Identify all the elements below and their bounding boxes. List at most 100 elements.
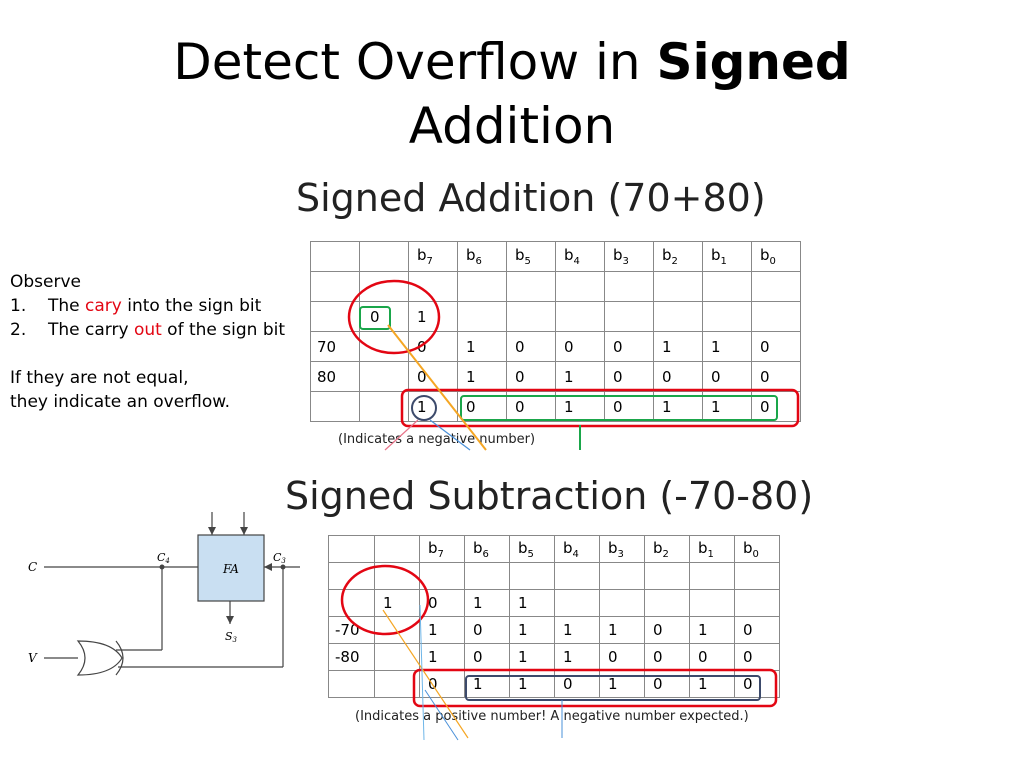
bit-header: b4 — [555, 241, 605, 272]
pointer-line — [424, 689, 459, 741]
table-cell — [751, 301, 801, 332]
bit-cell: 0 — [506, 361, 556, 392]
row-label: 70 — [310, 331, 360, 362]
table-cell — [374, 535, 420, 563]
magnitude-box — [460, 395, 778, 421]
result-row: 0 1 1 0 1 0 1 0 — [328, 670, 780, 698]
table-cell — [408, 271, 458, 302]
bit-header: b7 — [419, 535, 465, 563]
table-cell — [457, 301, 507, 332]
bit-header: b0 — [734, 535, 780, 563]
bit-header: b3 — [599, 535, 645, 563]
bit-header: b3 — [604, 241, 654, 272]
bit-header: b5 — [506, 241, 556, 272]
item-highlight: cary — [85, 296, 122, 316]
full-adder-block — [197, 534, 265, 602]
carry-highlight-circle — [347, 279, 441, 355]
bit-cell: 0 — [689, 643, 735, 671]
table-cell — [359, 241, 409, 272]
operand-row: -80 1 0 1 1 0 0 0 0 — [328, 643, 780, 671]
table-cell — [734, 562, 780, 590]
table-cell — [419, 562, 465, 590]
table-cell — [653, 271, 703, 302]
bit-cell: 1 — [464, 589, 510, 617]
title-part-1: Detect Overflow in — [173, 33, 657, 91]
junction-dot — [159, 564, 165, 570]
v-label: V — [28, 651, 38, 665]
addition-note: (Indicates a negative number) — [338, 432, 536, 447]
observe-heading: Observe — [10, 272, 81, 292]
pointer-line — [384, 419, 419, 451]
table-cell — [751, 271, 801, 302]
table-cell — [734, 589, 780, 617]
operand-row: 70 0 1 0 0 0 1 1 0 — [310, 331, 801, 362]
bit-header: b0 — [751, 241, 801, 272]
item-number: 1. — [10, 296, 27, 316]
c4-label: C4 — [157, 551, 170, 565]
arrowhead — [226, 616, 234, 624]
bit-header: b4 — [554, 535, 600, 563]
c3-label: C3 — [273, 551, 286, 565]
table-cell — [689, 589, 735, 617]
table-cell — [310, 241, 360, 272]
observe-line-1: If they are not equal, — [10, 368, 189, 388]
bit-header: b2 — [653, 241, 703, 272]
carry-highlight-circle — [340, 564, 430, 636]
bit-cell: 0 — [408, 361, 458, 392]
bit-cell: 0 — [644, 670, 690, 698]
bit-cell: 1 — [464, 670, 510, 698]
xor-gate-back-curve — [115, 640, 124, 676]
item-number: 2. — [10, 320, 27, 340]
carry-in-box — [359, 306, 391, 330]
table-cell — [374, 643, 420, 671]
table-cell — [506, 301, 556, 332]
subtraction-note: (Indicates a positive number! A negative… — [355, 709, 749, 724]
result-highlight-box — [412, 668, 778, 708]
bit-header: b6 — [464, 535, 510, 563]
bit-cell: 1 — [509, 670, 555, 698]
table-header-row: b7 b6 b5 b4 b3 b2 b1 b0 — [328, 535, 780, 563]
observe-item-2: 2.The carry out of the sign bit — [10, 318, 285, 342]
arrowhead — [240, 527, 248, 535]
table-row — [310, 271, 801, 302]
operand-row: 80 0 1 0 1 0 0 0 0 — [310, 361, 801, 392]
arrowhead — [208, 527, 216, 535]
item-text: The — [48, 296, 86, 316]
pointer-line — [382, 609, 469, 739]
magnitude-box — [465, 675, 761, 701]
carry-row: 1 0 1 1 — [328, 589, 780, 617]
title-part-2: Addition — [408, 97, 616, 155]
bit-cell: 0 — [734, 670, 780, 698]
carry-in-bit: 1 — [374, 589, 420, 617]
fa-label: FA — [222, 562, 239, 576]
bit-cell: 0 — [555, 331, 605, 362]
bit-cell: 1 — [509, 643, 555, 671]
row-label: -80 — [328, 643, 375, 671]
pointer-line — [387, 324, 487, 451]
bit-cell: 1 — [653, 331, 703, 362]
junction-dot — [280, 564, 286, 570]
observe-notes: Observe 1.The cary into the sign bit 2.T… — [10, 270, 285, 414]
table-cell — [328, 670, 375, 698]
xor-gate-icon — [76, 640, 123, 676]
observe-item-1: 1.The cary into the sign bit — [10, 294, 285, 318]
bit-cell: 1 — [419, 616, 465, 644]
s3-label: S3 — [225, 630, 238, 644]
sign-bit-circle — [411, 395, 437, 421]
pointer-line — [419, 604, 425, 741]
carry-out-sign-bit: 1 — [408, 301, 458, 332]
table-row — [328, 562, 780, 590]
table-cell — [653, 301, 703, 332]
subtraction-table: b7 b6 b5 b4 b3 b2 b1 b0 1 0 1 1 -70 1 0 … — [328, 535, 780, 698]
table-header-row: b7 b6 b5 b4 b3 b2 b1 b0 — [310, 241, 801, 272]
item-highlight: out — [133, 320, 162, 340]
item-text: of the sign bit — [161, 320, 286, 340]
bit-header: b7 — [408, 241, 458, 272]
arrowhead — [264, 563, 272, 571]
addition-heading: Signed Addition (70+80) — [296, 176, 766, 220]
bit-cell: 1 — [599, 670, 645, 698]
subtraction-heading: Signed Subtraction (-70-80) — [285, 474, 814, 518]
page-title: Detect Overflow in Signed Addition — [0, 30, 1024, 158]
